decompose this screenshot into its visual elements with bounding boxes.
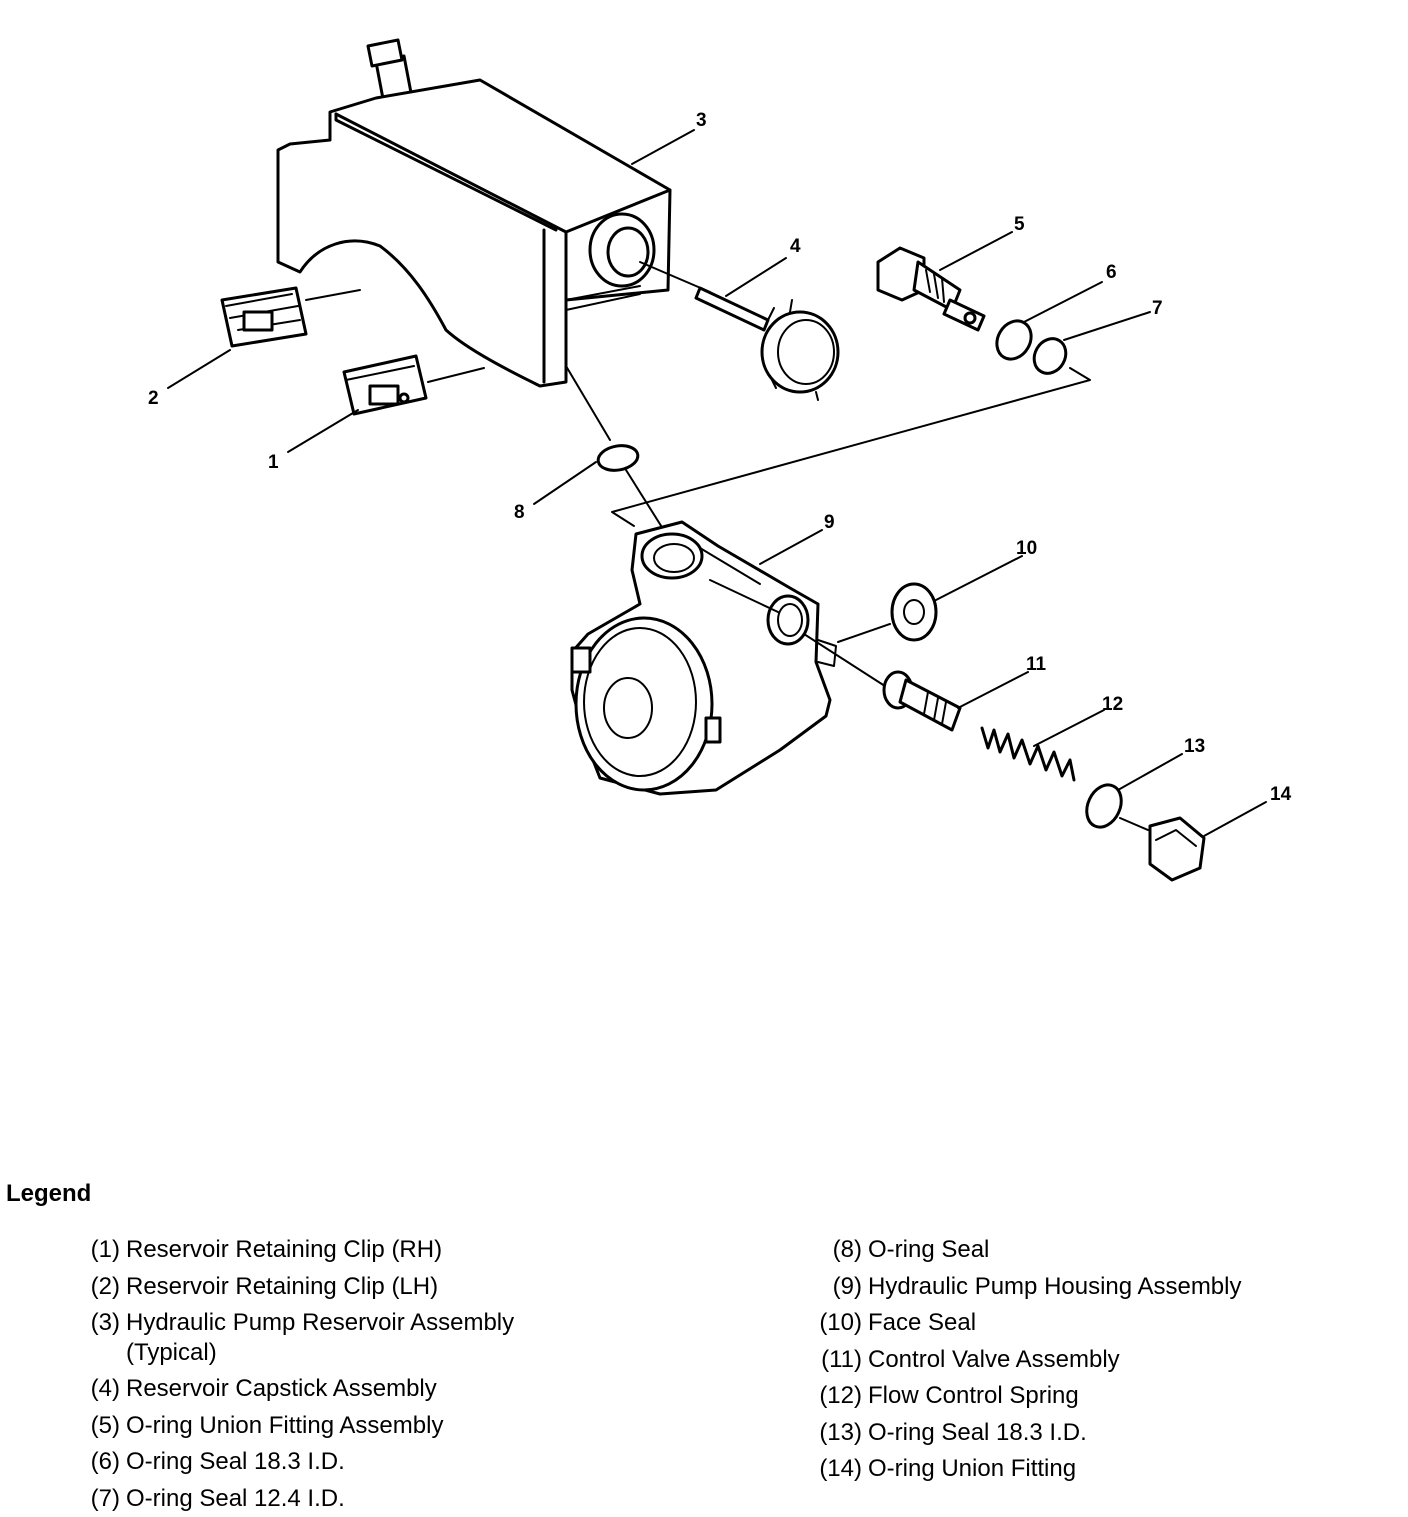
union-fitting xyxy=(878,248,984,330)
legend-label: O-ring Seal xyxy=(868,1232,1360,1269)
callout-6: 6 xyxy=(1106,262,1117,283)
callout-4: 4 xyxy=(790,236,801,257)
clip-rh xyxy=(344,356,484,414)
legend-left-column: (1)Reservoir Retaining Clip (RH) (2)Rese… xyxy=(64,1232,664,1517)
flow-control-spring xyxy=(982,728,1074,780)
legend-item: (11)Control Valve Assembly xyxy=(800,1342,1360,1379)
legend-item: (6)O-ring Seal 18.3 I.D. xyxy=(64,1444,664,1481)
legend-label: Flow Control Spring xyxy=(868,1378,1360,1415)
legend-index: (13) xyxy=(800,1415,868,1452)
legend-item: (4)Reservoir Capstick Assembly xyxy=(64,1371,664,1408)
legend-label: Reservoir Retaining Clip (RH) xyxy=(126,1232,664,1269)
legend-index: (10) xyxy=(800,1305,868,1342)
legend-label: Reservoir Retaining Clip (LH) xyxy=(126,1269,664,1306)
legend-item: (14)O-ring Union Fitting xyxy=(800,1451,1360,1488)
legend-item: (5)O-ring Union Fitting Assembly xyxy=(64,1408,664,1445)
legend-item: (9)Hydraulic Pump Housing Assembly xyxy=(800,1269,1360,1306)
legend-index: (14) xyxy=(800,1451,868,1488)
pump-housing xyxy=(572,522,836,794)
callout-8: 8 xyxy=(514,502,525,523)
legend-item: (2)Reservoir Retaining Clip (LH) xyxy=(64,1269,664,1306)
callout-10: 10 xyxy=(1016,538,1037,559)
legend-item: (8)O-ring Seal xyxy=(800,1232,1360,1269)
legend-index: (4) xyxy=(64,1371,126,1408)
o-ring-union-fitting xyxy=(1120,818,1204,880)
legend-index: (12) xyxy=(800,1378,868,1415)
callout-3: 3 xyxy=(696,110,707,131)
legend-index: (5) xyxy=(64,1408,126,1445)
callout-9: 9 xyxy=(824,512,835,533)
legend-label: Control Valve Assembly xyxy=(868,1342,1360,1379)
clip-lh xyxy=(222,288,360,346)
callout-14: 14 xyxy=(1270,784,1292,805)
legend-index: (2) xyxy=(64,1269,126,1306)
legend-label: O-ring Seal 12.4 I.D. xyxy=(126,1481,664,1517)
legend-item: (10)Face Seal xyxy=(800,1305,1360,1342)
legend-label: Hydraulic Pump Reservoir Assembly (Typic… xyxy=(126,1305,596,1371)
exploded-view-diagram: 1 2 3 4 5 6 7 8 9 10 11 12 13 14 xyxy=(0,0,1408,1110)
legend-item: (7)O-ring Seal 12.4 I.D. xyxy=(64,1481,664,1517)
legend-index: (8) xyxy=(800,1232,868,1269)
legend-label: O-ring Union Fitting xyxy=(868,1451,1360,1488)
legend-item: (1)Reservoir Retaining Clip (RH) xyxy=(64,1232,664,1269)
legend-label: Reservoir Capstick Assembly xyxy=(126,1371,664,1408)
callout-11: 11 xyxy=(1026,654,1047,675)
legend-index: (11) xyxy=(800,1342,868,1379)
callout-12: 12 xyxy=(1102,694,1123,715)
legend-label: Hydraulic Pump Housing Assembly xyxy=(868,1269,1360,1306)
legend-item: (13)O-ring Seal 18.3 I.D. xyxy=(800,1415,1360,1452)
legend-right-column: (8)O-ring Seal (9)Hydraulic Pump Housing… xyxy=(800,1232,1360,1488)
capstick xyxy=(640,262,838,400)
legend-label: O-ring Union Fitting Assembly xyxy=(126,1408,664,1445)
legend-index: (1) xyxy=(64,1232,126,1269)
o-ring-13 xyxy=(1080,779,1128,832)
legend-label: O-ring Seal 18.3 I.D. xyxy=(868,1415,1360,1452)
legend-index: (6) xyxy=(64,1444,126,1481)
legend-item: (3)Hydraulic Pump Reservoir Assembly (Ty… xyxy=(64,1305,664,1371)
legend-index: (3) xyxy=(64,1305,126,1371)
legend-item: (12)Flow Control Spring xyxy=(800,1378,1360,1415)
o-ring-6 xyxy=(990,315,1038,366)
callout-5: 5 xyxy=(1014,214,1025,235)
callout-13: 13 xyxy=(1184,736,1205,757)
callout-7: 7 xyxy=(1152,298,1163,319)
o-ring-8 xyxy=(596,443,640,474)
legend-label: O-ring Seal 18.3 I.D. xyxy=(126,1444,664,1481)
legend-label: Face Seal xyxy=(868,1305,1360,1342)
callout-1: 1 xyxy=(268,452,279,473)
reservoir-assembly xyxy=(278,40,670,386)
legend-title: Legend xyxy=(6,1180,91,1208)
legend-index: (7) xyxy=(64,1481,126,1517)
callout-2: 2 xyxy=(148,388,159,409)
face-seal xyxy=(838,584,936,642)
legend-index: (9) xyxy=(800,1269,868,1306)
